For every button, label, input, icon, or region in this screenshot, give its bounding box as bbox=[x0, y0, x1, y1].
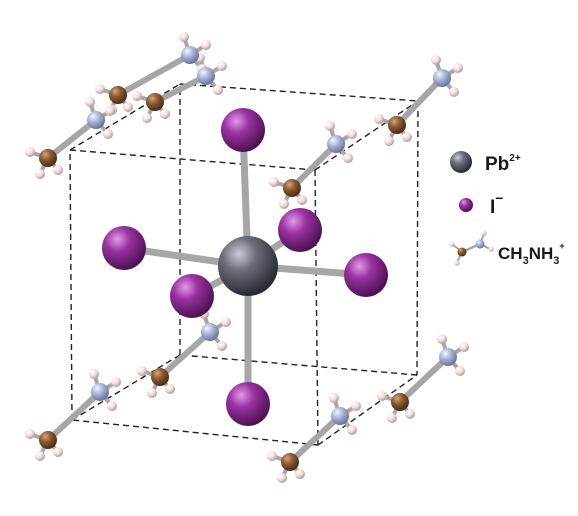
iodine-atom bbox=[102, 226, 146, 270]
hydrogen-atom bbox=[35, 451, 45, 461]
hydrogen-atom bbox=[217, 61, 227, 71]
carbon-atom bbox=[283, 179, 301, 197]
hydrogen-atom bbox=[213, 85, 223, 95]
nitrogen-atom bbox=[331, 407, 349, 425]
methylammonium-molecule-icon bbox=[449, 230, 494, 266]
hydrogen-atom bbox=[89, 369, 99, 379]
legend-iodide-label: I− bbox=[490, 190, 503, 218]
hydrogen-atom bbox=[347, 129, 357, 139]
legend-item-lead: Pb2+ bbox=[450, 151, 521, 175]
hydrogen-atom bbox=[137, 366, 147, 376]
nitrogen-atom bbox=[201, 323, 219, 341]
hydrogen-atom bbox=[297, 195, 307, 205]
legend-methylammonium-label: CH3NH3+ bbox=[498, 241, 565, 267]
atoms bbox=[25, 32, 469, 483]
hydrogen-atom bbox=[221, 317, 231, 327]
hydrogen-atom bbox=[132, 91, 142, 101]
hydrogen-atom bbox=[123, 102, 133, 112]
hydrogen-atom bbox=[201, 40, 211, 50]
legend-item-methylammonium: CH3NH3+ bbox=[449, 230, 565, 267]
carbon-atom bbox=[146, 93, 164, 111]
hydrogen-atom bbox=[347, 425, 357, 435]
hydrogen-atom bbox=[85, 97, 95, 107]
iodine-atom bbox=[170, 274, 214, 318]
hydrogen-atom bbox=[329, 393, 339, 403]
hydrogen-atom bbox=[377, 391, 387, 401]
hydrogen-atom bbox=[267, 451, 277, 461]
hydrogen-atom bbox=[111, 377, 121, 387]
hydrogen-atom bbox=[160, 109, 170, 119]
hydrogen-atom bbox=[217, 341, 227, 351]
hydrogen-atom bbox=[405, 409, 415, 419]
hydrogen-atom bbox=[387, 413, 397, 423]
nitrogen-atom bbox=[433, 69, 451, 87]
hydrogen-atom bbox=[459, 342, 469, 352]
bond bbox=[45, 117, 99, 161]
hydrogen-atom bbox=[165, 384, 175, 394]
hydrogen-atom bbox=[179, 32, 189, 42]
bond bbox=[287, 413, 343, 465]
hydrogen-atom bbox=[295, 469, 305, 479]
hydrogen-atom bbox=[103, 129, 113, 139]
hydrogen-atom bbox=[25, 147, 35, 157]
hydrogen-atom bbox=[147, 388, 157, 398]
legend-item-iodide: I− bbox=[459, 190, 503, 218]
nitrogen-atom bbox=[439, 348, 457, 366]
nitrogen-atom bbox=[327, 135, 345, 153]
bond bbox=[397, 354, 451, 405]
hydrogen-atom bbox=[402, 132, 412, 142]
hydrogen-atom bbox=[25, 429, 35, 439]
legend: Pb2+ I− CH3NH3+ bbox=[449, 151, 565, 267]
carbon-atom bbox=[109, 86, 127, 104]
carbon-atom bbox=[391, 393, 409, 411]
hydrogen-atom bbox=[325, 121, 335, 131]
hydrogen-atom bbox=[53, 165, 63, 175]
lead-atom bbox=[218, 236, 278, 296]
hydrogen-atom bbox=[277, 473, 287, 483]
hydrogen-atom bbox=[431, 55, 441, 65]
lead-atom-swatch bbox=[450, 151, 472, 173]
hydrogen-atom bbox=[105, 106, 115, 116]
iodine-atom bbox=[221, 108, 265, 152]
hydrogen-atom bbox=[384, 136, 394, 146]
bond bbox=[157, 329, 213, 380]
carbon-atom bbox=[281, 453, 299, 471]
bond bbox=[152, 73, 209, 105]
iodine-atom bbox=[344, 253, 388, 297]
bond bbox=[115, 52, 193, 98]
iodine-atom bbox=[226, 382, 270, 426]
hydrogen-atom bbox=[351, 401, 361, 411]
nitrogen-atom bbox=[181, 46, 199, 64]
hydrogen-atom bbox=[35, 169, 45, 179]
hydrogen-atom bbox=[53, 447, 63, 457]
hydrogen-atom bbox=[449, 87, 459, 97]
hydrogen-atom bbox=[455, 366, 465, 376]
hydrogen-atom bbox=[95, 84, 105, 94]
nitrogen-atom bbox=[87, 111, 105, 129]
hydrogen-atom bbox=[374, 114, 384, 124]
hydrogen-atom bbox=[437, 334, 447, 344]
nitrogen-atom bbox=[197, 67, 215, 85]
hydrogen-atom bbox=[343, 153, 353, 163]
nitrogen-atom bbox=[91, 383, 109, 401]
hydrogen-atom bbox=[269, 177, 279, 187]
hydrogen-atom bbox=[107, 401, 117, 411]
carbon-atom bbox=[39, 149, 57, 167]
iodide-atom-swatch bbox=[459, 198, 473, 212]
carbon-atom bbox=[388, 116, 406, 134]
bond bbox=[289, 141, 339, 191]
legend-lead-label: Pb2+ bbox=[485, 153, 521, 175]
carbon-atom bbox=[39, 431, 57, 449]
hydrogen-atom bbox=[279, 199, 289, 209]
bond bbox=[45, 389, 103, 443]
iodine-atom bbox=[278, 208, 322, 252]
hydrogen-atom bbox=[142, 113, 152, 123]
hydrogen-atom bbox=[453, 63, 463, 73]
bond bbox=[394, 75, 445, 128]
carbon-atom bbox=[151, 368, 169, 386]
